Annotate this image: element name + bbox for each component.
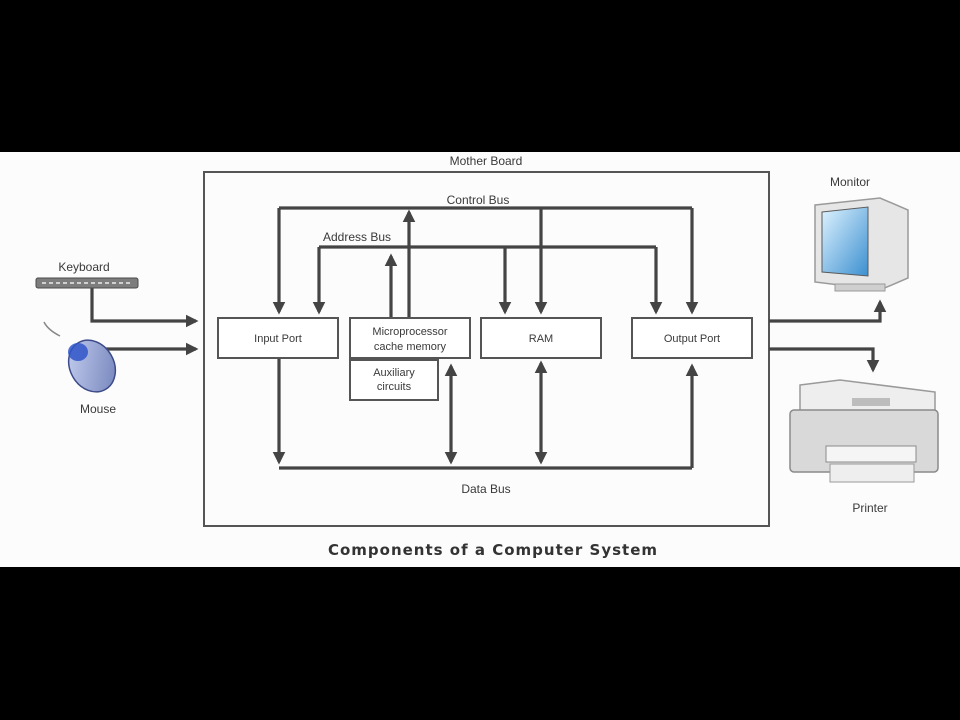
microprocessor-box: Microprocessor cache memory xyxy=(349,317,471,359)
control-bus xyxy=(272,206,699,315)
control-bus-label: Control Bus xyxy=(447,193,510,207)
keyboard-label: Keyboard xyxy=(58,260,109,274)
ram-box: RAM xyxy=(480,317,602,359)
peripheral-connections xyxy=(90,288,887,373)
data-bus xyxy=(272,358,699,470)
keyboard-icon xyxy=(35,277,139,289)
microprocessor-label-line2: cache memory xyxy=(374,341,447,353)
input-port-label: Input Port xyxy=(254,333,302,345)
motherboard-label: Mother Board xyxy=(450,154,523,168)
mouse-icon xyxy=(43,321,117,393)
output-port-box: Output Port xyxy=(631,317,753,359)
auxiliary-label-line2: circuits xyxy=(377,381,412,393)
monitor-icon xyxy=(814,197,909,292)
printer-label: Printer xyxy=(852,501,887,515)
diagram-title: Components of a Computer System xyxy=(328,541,658,559)
diagram-background xyxy=(0,152,960,567)
monitor-label: Monitor xyxy=(830,175,870,189)
printer-icon xyxy=(789,379,939,483)
data-bus-label: Data Bus xyxy=(461,482,510,496)
address-bus-label: Address Bus xyxy=(323,230,391,244)
mouse-label: Mouse xyxy=(80,402,116,416)
address-bus xyxy=(312,209,663,318)
microprocessor-label-line1: Microprocessor xyxy=(372,326,448,338)
auxiliary-label-line1: Auxiliary xyxy=(373,367,415,379)
auxiliary-circuits-box: Auxiliary circuits xyxy=(349,359,439,401)
output-port-label: Output Port xyxy=(664,333,720,345)
ram-label: RAM xyxy=(529,333,553,345)
input-port-box: Input Port xyxy=(217,317,339,359)
